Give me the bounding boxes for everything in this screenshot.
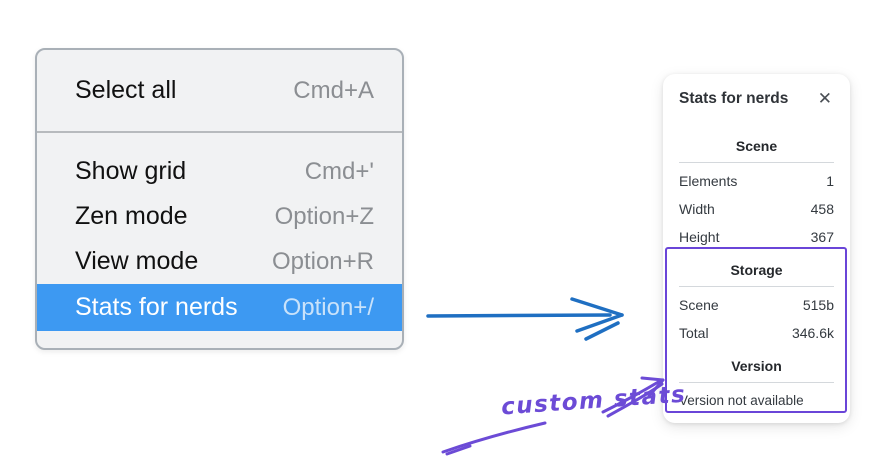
menu-item-label: View mode (75, 247, 199, 275)
stat-value: 367 (810, 229, 834, 245)
menu-item-label: Stats for nerds (75, 293, 238, 321)
menu-item-label: Show grid (75, 157, 187, 185)
stat-value: 1 (826, 173, 834, 189)
stat-value: 515b (802, 297, 834, 313)
menu-item-shortcut: Cmd+A (293, 76, 374, 104)
close-icon[interactable]: ✕ (817, 88, 832, 109)
stat-label: Height (679, 229, 720, 245)
menu-item-zen-mode[interactable]: Zen mode Option+Z (37, 194, 402, 239)
stat-label: Elements (679, 173, 738, 189)
stat-row-scene-size: Scene 515b (679, 291, 834, 319)
menu-item-shortcut: Option+R (271, 247, 374, 275)
stats-panel-title: Stats for nerds (679, 90, 789, 107)
stat-value: 458 (810, 201, 834, 217)
section-heading-storage: Storage (730, 262, 783, 278)
annotation-label: custom stats (500, 381, 688, 421)
section-heading-version: Version (731, 358, 782, 374)
stat-value: 346.6k (791, 325, 834, 341)
stats-panel: Stats for nerds ✕ Scene Elements 1 Width… (663, 74, 850, 423)
stat-row-total-size: Total 346.6k (679, 319, 834, 347)
section-divider (679, 286, 834, 287)
stat-row-height: Height 367 (679, 223, 834, 251)
section-divider (679, 382, 834, 383)
menu-item-show-grid[interactable]: Show grid Cmd+' (37, 149, 402, 194)
stat-label: Total (679, 325, 709, 341)
section-heading-scene: Scene (735, 138, 778, 154)
stat-label: Width (679, 201, 715, 217)
stat-label: Scene (679, 297, 719, 313)
menu-item-label: Select all (75, 76, 177, 104)
menu-item-select-all[interactable]: Select all Cmd+A (37, 50, 402, 131)
menu-item-shortcut: Option+/ (282, 293, 374, 321)
menu-item-shortcut: Option+Z (274, 202, 374, 230)
context-menu: Select all Cmd+A Show grid Cmd+' Zen mod… (35, 48, 404, 350)
stat-row-elements: Elements 1 (679, 167, 834, 195)
stat-row-width: Width 458 (679, 195, 834, 223)
section-divider (679, 162, 834, 163)
menu-item-label: Zen mode (75, 202, 188, 230)
menu-item-view-mode[interactable]: View mode Option+R (37, 239, 402, 284)
menu-separator (37, 131, 402, 133)
menu-item-stats-for-nerds[interactable]: Stats for nerds Option+/ (37, 284, 402, 331)
menu-spacer (37, 133, 402, 149)
version-note: Version not available (679, 392, 804, 408)
stats-panel-header: Stats for nerds ✕ (679, 88, 834, 110)
menu-item-shortcut: Cmd+' (304, 157, 374, 185)
